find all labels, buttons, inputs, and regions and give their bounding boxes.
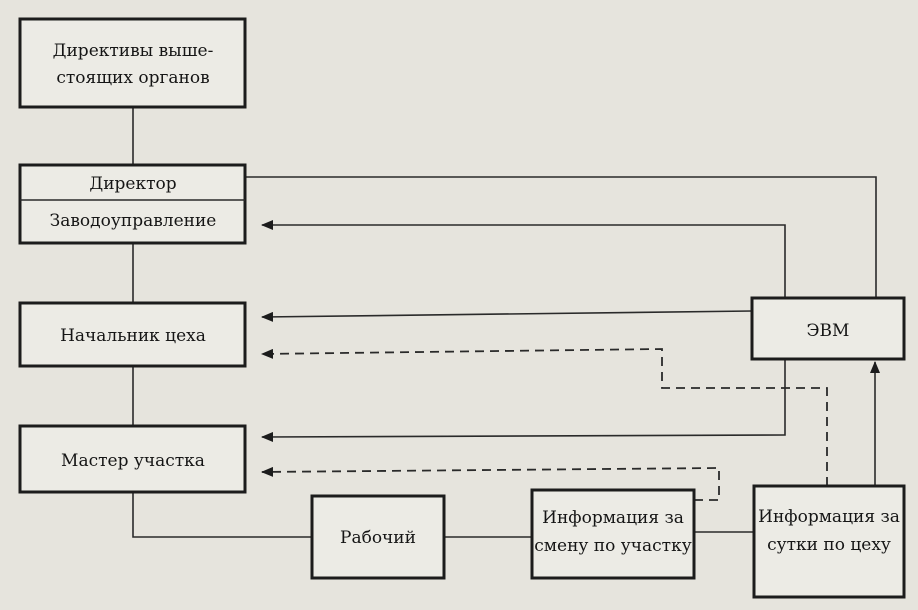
arrow-computer-master [261, 359, 786, 442]
label-plant-management: Заводоуправление [50, 211, 217, 231]
label-shift-info-line2: смену по участку [534, 536, 691, 556]
connector-master-worker [132, 492, 312, 538]
box-section-master [18, 424, 247, 494]
label-shop-chief: Начальник цеха [60, 326, 206, 346]
label-director: Директор [89, 174, 176, 194]
label-worker: Рабочий [340, 528, 416, 548]
box-worker [310, 494, 446, 580]
box-daily-info [752, 484, 906, 599]
box-shop-chief [18, 301, 247, 368]
box-shift-info [530, 488, 696, 580]
connector-director-computer [246, 176, 877, 298]
label-directives-line2: стоящих органов [56, 68, 209, 88]
label-directives-line1: Директивы выше- [53, 41, 214, 61]
label-daily-info-line2: сутки по цеху [767, 535, 891, 555]
label-shift-info-line1: Информация за [542, 508, 684, 528]
label-computer: ЭВМ [807, 321, 850, 341]
box-directives [18, 17, 247, 109]
label-section-master: Мастер участка [61, 451, 205, 471]
label-daily-info-line1: Информация за [758, 507, 900, 527]
dashed-arrow-shift-info-master [261, 466, 720, 501]
arrow-computer-shop-chief [261, 310, 753, 322]
dashed-arrow-daily-info-shop-chief [261, 348, 828, 486]
box-computer [750, 296, 906, 361]
box-director-management [18, 163, 247, 245]
arrow-computer-management [261, 220, 786, 298]
